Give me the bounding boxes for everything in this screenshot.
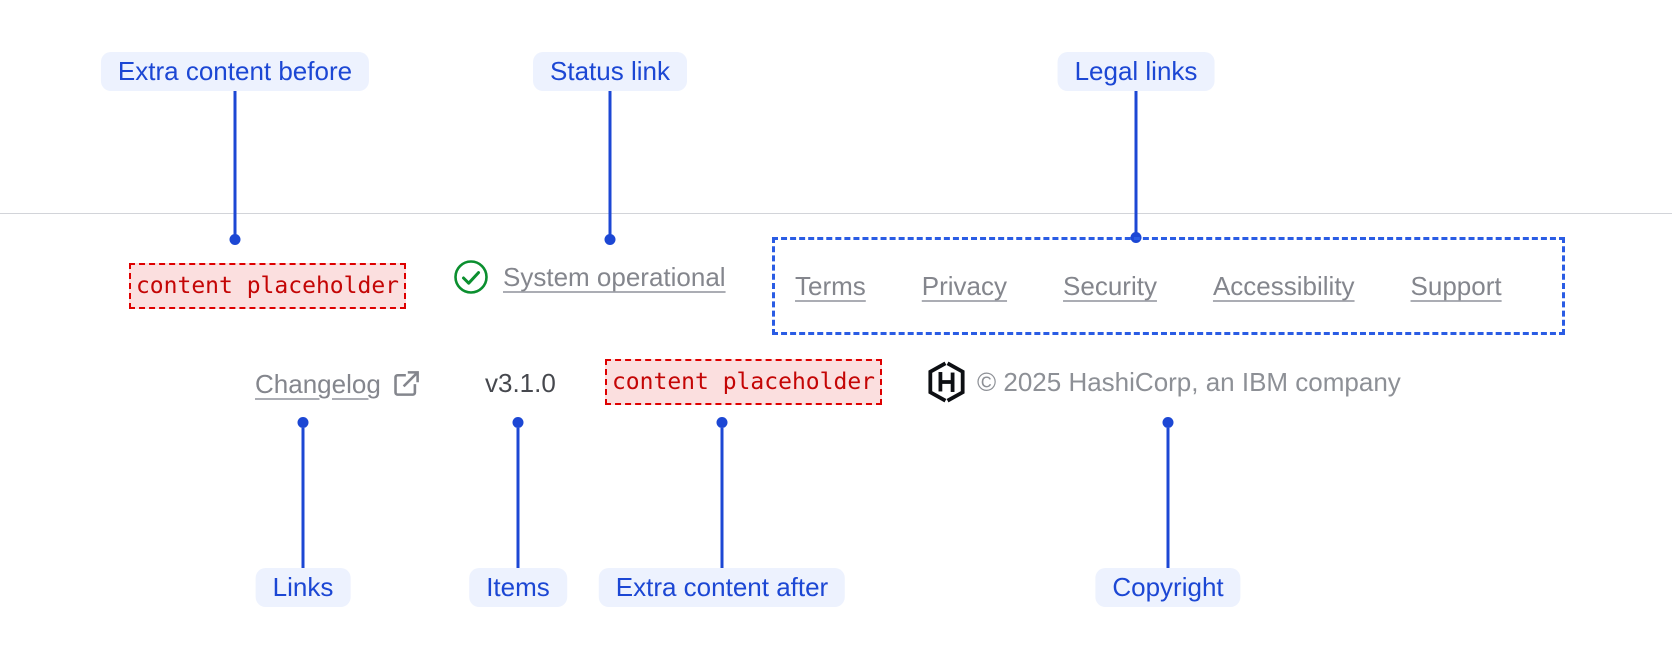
callout-copyright: Copyright (1095, 568, 1241, 607)
callout-connector-dot (297, 417, 309, 428)
external-link-icon (391, 368, 422, 399)
callout-connector-line (608, 91, 612, 237)
copyright: © 2025 HashiCorp, an IBM company (927, 361, 1401, 403)
callout-connector-line (233, 91, 237, 237)
callout-connector-line (516, 428, 520, 568)
status-link-label[interactable]: System operational (503, 262, 726, 292)
legal-link-terms[interactable]: Terms (795, 271, 866, 301)
footer-link-changelog[interactable]: Changelog (255, 368, 422, 399)
extra-content-after-placeholder: content placeholder (605, 359, 882, 405)
callout-connector-line (1134, 91, 1138, 237)
callout-connector-dot (512, 417, 524, 428)
callout-status-link: Status link (533, 52, 687, 91)
placeholder-text: content placeholder (135, 273, 400, 299)
legal-links-container: Terms Privacy Security Accessibility Sup… (772, 237, 1565, 335)
callout-extra-content-after: Extra content after (598, 568, 846, 607)
callout-connector-dot (1162, 417, 1174, 428)
callout-connector-dot (604, 234, 616, 245)
legal-link-privacy[interactable]: Privacy (921, 271, 1008, 301)
callout-items: Items (469, 568, 567, 607)
extra-content-before-placeholder: content placeholder (129, 263, 406, 309)
legal-link-security[interactable]: Security (1063, 271, 1157, 301)
status-link[interactable]: System operational (452, 258, 726, 296)
divider-line (0, 213, 1672, 214)
changelog-link-label[interactable]: Changelog (255, 368, 381, 399)
check-circle-icon (452, 258, 490, 296)
version-item: v3.1.0 (485, 368, 556, 398)
legal-link-accessibility[interactable]: Accessibility (1212, 271, 1355, 301)
callout-connector-dot (229, 234, 241, 245)
hashicorp-logo-icon (927, 361, 966, 403)
callout-connector-line (1166, 428, 1170, 568)
callout-extra-content-before: Extra content before (100, 52, 370, 91)
copyright-text: © 2025 HashiCorp, an IBM company (977, 367, 1401, 397)
placeholder-text: content placeholder (611, 369, 876, 395)
callout-legal-links: Legal links (1057, 52, 1215, 91)
callout-connector-line (301, 428, 305, 568)
legal-link-support[interactable]: Support (1410, 271, 1502, 301)
callout-connector-dot (716, 417, 728, 428)
callout-links: Links (255, 568, 351, 607)
callout-connector-line (720, 428, 724, 568)
